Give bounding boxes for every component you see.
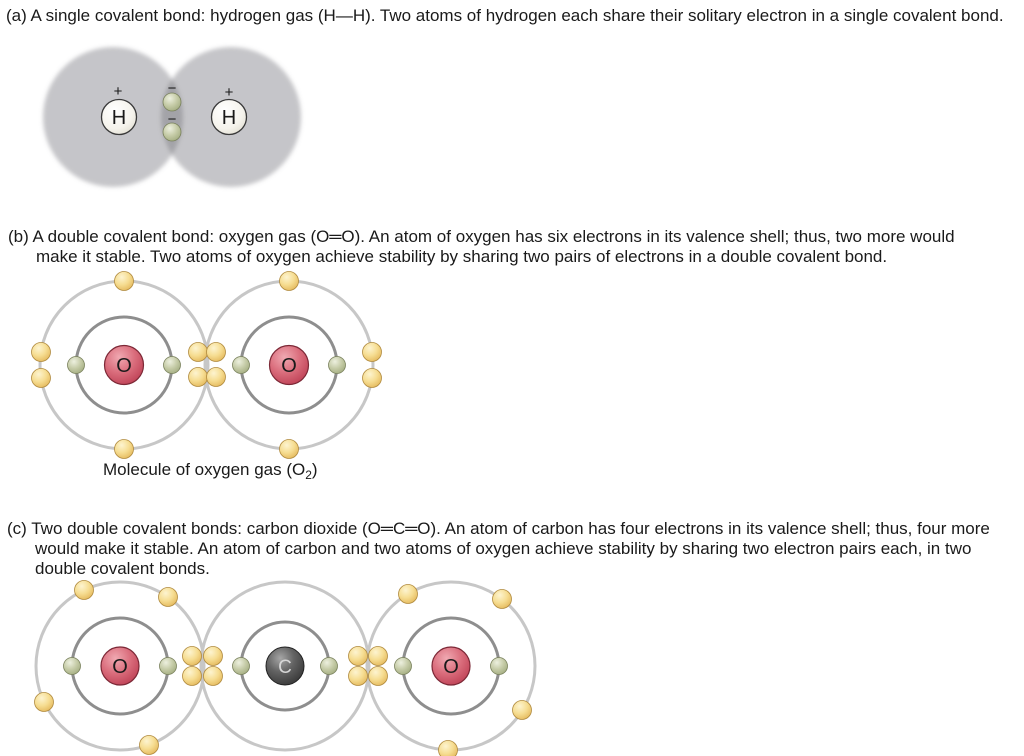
panel-b-text: (b) A double covalent bond: oxygen gas (… — [0, 227, 1022, 267]
shared-electron — [188, 367, 208, 387]
shared-electron — [203, 666, 223, 686]
inner-electron — [232, 657, 250, 675]
carbon-nucleus — [265, 646, 305, 686]
valence-electron — [512, 700, 532, 720]
shared-electron — [368, 666, 388, 686]
valence-electron — [31, 368, 51, 388]
shared-electron — [206, 367, 226, 387]
valence-electron — [139, 735, 159, 755]
outer-shell — [34, 580, 206, 752]
caption-text: ) — [311, 460, 318, 479]
inner-electron — [320, 657, 338, 675]
shared-electron — [188, 342, 208, 362]
oxygen-molecule-diagram: O O — [31, 271, 382, 459]
plus-sign-left: + — [114, 83, 123, 100]
valence-electron — [279, 439, 299, 459]
shared-electron — [162, 122, 182, 142]
outer-shell — [199, 580, 371, 752]
caption-subscript: 2 — [305, 468, 312, 482]
valence-electron — [362, 368, 382, 388]
shared-electron-pairs — [188, 342, 226, 387]
oxygen-symbol: O — [281, 355, 297, 377]
oxygen-molecule-caption: Molecule of oxygen gas (O2) — [103, 459, 318, 486]
valence-electron — [34, 692, 54, 712]
hydrogen-nucleus-right — [210, 98, 248, 136]
shared-electron — [182, 666, 202, 686]
shared-electron — [368, 646, 388, 666]
shared-electron — [348, 646, 368, 666]
valence-electron — [398, 584, 418, 604]
valence-electron — [492, 589, 512, 609]
inner-electron — [232, 356, 250, 374]
valence-electron — [438, 740, 458, 756]
panel-a-line: (a) A single covalent bond: hydrogen gas… — [6, 6, 1004, 25]
panel-a-text: (a) A single covalent bond: hydrogen gas… — [0, 6, 1022, 26]
shared-electron — [162, 92, 182, 112]
oxygen-nucleus — [268, 344, 310, 386]
oxygen-nucleus — [100, 646, 140, 686]
oxygen-symbol: O — [112, 656, 128, 678]
oxygen-symbol: O — [116, 355, 132, 377]
minus-sign-top: − — [168, 80, 177, 97]
shared-electron-pairs — [348, 646, 388, 686]
valence-electron — [362, 342, 382, 362]
oxygen-nucleus — [103, 344, 145, 386]
valence-electron — [114, 439, 134, 459]
minus-sign-bottom: − — [168, 111, 177, 128]
valence-electron — [114, 271, 134, 291]
inner-electron — [163, 356, 181, 374]
inner-electron — [159, 657, 177, 675]
panel-b-line: (b) A double covalent bond: oxygen gas (… — [8, 227, 955, 246]
valence-electron — [279, 271, 299, 291]
inner-electron — [328, 356, 346, 374]
caption-text: Molecule of oxygen gas (O — [103, 460, 306, 479]
plus-sign-right: + — [225, 84, 234, 101]
hydrogen-symbol-left: H — [112, 107, 126, 129]
valence-electron — [31, 342, 51, 362]
valence-electron — [158, 587, 178, 607]
inner-electron — [394, 657, 412, 675]
panel-c-line: double covalent bonds. — [35, 559, 210, 578]
hydrogen-molecule-diagram: + + H H − − — [43, 47, 301, 187]
hydrogen-nucleus-left — [100, 98, 138, 136]
panel-b-line: make it stable. Two atoms of oxygen achi… — [36, 247, 888, 266]
shared-electron — [206, 342, 226, 362]
carbon-dioxide-diagram: O C O — [34, 580, 537, 756]
valence-electron — [74, 580, 94, 600]
carbon-symbol: C — [278, 657, 292, 678]
oxygen-nucleus — [431, 646, 471, 686]
shared-electron — [203, 646, 223, 666]
shared-electron-pairs — [182, 646, 223, 686]
hydrogen-symbol-right: H — [222, 107, 236, 129]
inner-electron — [490, 657, 508, 675]
inner-electron — [67, 356, 85, 374]
shared-electron — [348, 666, 368, 686]
panel-c-line: would make it stable. An atom of carbon … — [35, 539, 972, 558]
shared-electron — [182, 646, 202, 666]
oxygen-symbol: O — [443, 656, 459, 678]
panel-c-text: (c) Two double covalent bonds: carbon di… — [0, 519, 1022, 579]
inner-electron — [63, 657, 81, 675]
panel-c-line: (c) Two double covalent bonds: carbon di… — [7, 519, 990, 538]
